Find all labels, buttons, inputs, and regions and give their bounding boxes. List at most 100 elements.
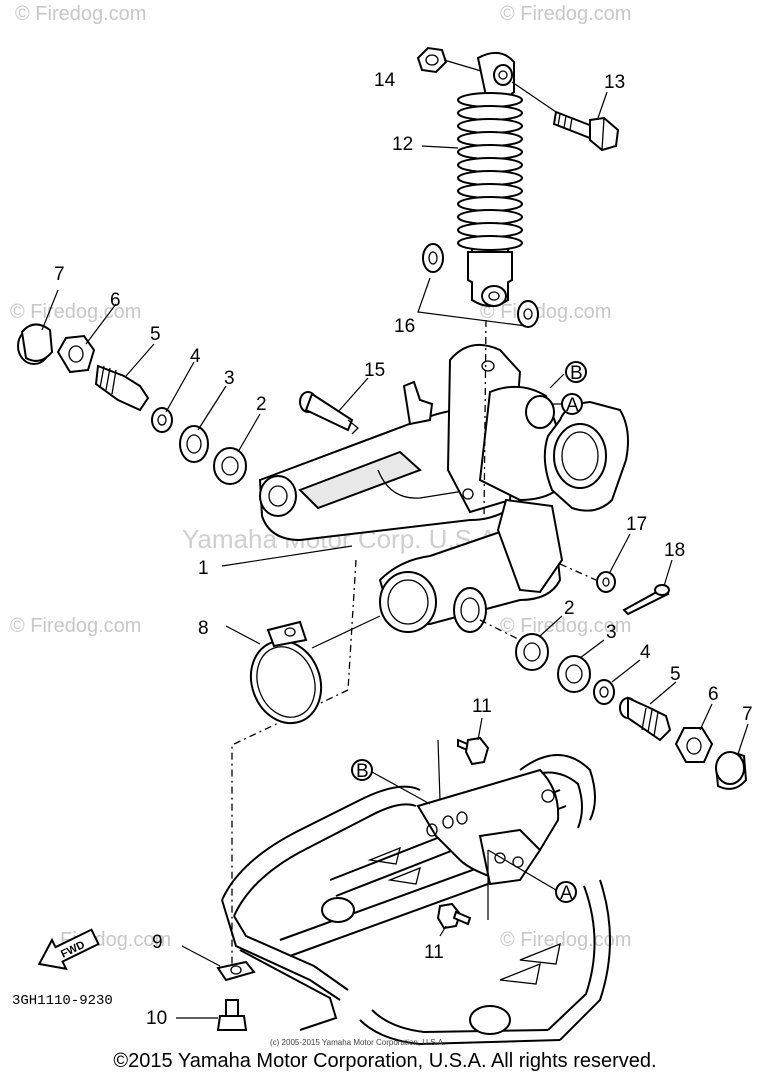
center-line bbox=[231, 689, 349, 970]
ref-mark-A-upper: A bbox=[561, 393, 583, 416]
watermark-topright: © Firedog.com bbox=[500, 3, 631, 25]
leader-line bbox=[477, 717, 483, 741]
center-line bbox=[347, 559, 357, 691]
leader-line bbox=[737, 723, 749, 755]
ref-mark-A-lower: A bbox=[555, 881, 577, 904]
center-line bbox=[479, 619, 521, 641]
leader-line bbox=[421, 145, 459, 149]
spring-coil bbox=[457, 118, 523, 134]
leader-line bbox=[699, 703, 713, 731]
callout-2: 2 bbox=[564, 598, 575, 619]
callout-9: 9 bbox=[152, 932, 163, 953]
ref-mark-B-lower: B bbox=[351, 759, 373, 782]
callout-2: 2 bbox=[256, 394, 267, 415]
leader-line bbox=[85, 303, 117, 345]
part-3-seal-left[interactable] bbox=[179, 425, 209, 463]
callout-17: 17 bbox=[626, 514, 647, 535]
center-line bbox=[559, 563, 597, 581]
leader-line bbox=[417, 277, 527, 327]
part-7-cap-right[interactable] bbox=[714, 751, 748, 790]
leader-line bbox=[609, 533, 631, 573]
leader-line bbox=[511, 81, 557, 113]
part-7-cap-left[interactable] bbox=[17, 323, 54, 365]
callout-11: 11 bbox=[424, 942, 444, 963]
part-17-washer[interactable] bbox=[596, 571, 616, 593]
spring-coil bbox=[457, 92, 523, 108]
watermark-left-mid: © Firedog.com bbox=[10, 615, 141, 637]
callout-15: 15 bbox=[364, 360, 385, 381]
callout-13: 13 bbox=[604, 72, 625, 93]
callout-7: 7 bbox=[54, 264, 65, 285]
spring-coil bbox=[457, 157, 523, 173]
part-16-collar[interactable] bbox=[422, 243, 539, 328]
part-12-rear-shock-absorber[interactable] bbox=[457, 51, 523, 307]
leader-line bbox=[197, 385, 227, 431]
leader-line bbox=[549, 373, 565, 389]
spring-coil bbox=[457, 196, 523, 212]
spring-coil bbox=[457, 183, 523, 199]
part-11-bolt-upper[interactable] bbox=[457, 736, 490, 766]
callout-labels: 1 2 2 3 3 4 4 5 5 6 6 7 7 8 9 10 11 11 1… bbox=[54, 70, 753, 1029]
callout-4: 4 bbox=[640, 642, 651, 663]
leader-line bbox=[579, 639, 605, 659]
watermark-topleft: © Firedog.com bbox=[15, 3, 146, 25]
ref-mark-B-upper: B bbox=[565, 361, 587, 384]
callout-5: 5 bbox=[150, 324, 161, 345]
part-5-bushing-right[interactable] bbox=[619, 696, 672, 742]
spring-coil bbox=[457, 131, 523, 147]
watermark-right: © Firedog.com bbox=[480, 301, 611, 323]
leader-line bbox=[237, 413, 261, 453]
callout-6: 6 bbox=[708, 684, 719, 705]
part-2-bearing-right[interactable] bbox=[515, 633, 549, 671]
part-2-bearing-left[interactable] bbox=[213, 447, 247, 485]
svg-text:B: B bbox=[356, 761, 369, 782]
leader-line bbox=[41, 289, 59, 331]
part-18-cotter-pin[interactable] bbox=[622, 584, 670, 616]
callout-14: 14 bbox=[374, 70, 396, 91]
part-4-washer-left[interactable] bbox=[151, 407, 173, 433]
part-6-nut-right[interactable] bbox=[674, 727, 714, 763]
callout-3: 3 bbox=[606, 622, 617, 643]
part-1-rear-arm-swingarm[interactable] bbox=[258, 343, 629, 633]
watermark-right-low: © Firedog.com bbox=[500, 929, 631, 951]
part-10-bolt[interactable] bbox=[216, 999, 248, 1031]
callout-6: 6 bbox=[110, 290, 121, 311]
part-3-seal-right[interactable] bbox=[557, 655, 591, 693]
part-9-bracket[interactable] bbox=[216, 960, 256, 982]
part-11-bolt-lower[interactable] bbox=[436, 902, 472, 930]
callout-12: 12 bbox=[392, 134, 413, 155]
part-6-nut-left[interactable] bbox=[56, 334, 96, 374]
leader-line bbox=[225, 625, 261, 645]
callout-11: 11 bbox=[472, 696, 492, 717]
callout-3: 3 bbox=[224, 368, 235, 389]
leader-line bbox=[439, 925, 447, 937]
svg-text:B: B bbox=[570, 363, 583, 384]
leader-line bbox=[337, 377, 369, 413]
part-5-bushing-left[interactable] bbox=[94, 364, 150, 412]
leader-line bbox=[165, 361, 195, 413]
callout-10: 10 bbox=[146, 1008, 167, 1029]
shock-spring bbox=[457, 92, 523, 257]
leader-line bbox=[649, 681, 677, 705]
leader-line bbox=[125, 343, 155, 377]
part-8-clamp[interactable] bbox=[240, 620, 333, 733]
callout-4: 4 bbox=[190, 346, 201, 367]
callout-16: 16 bbox=[394, 316, 415, 337]
spring-coil bbox=[457, 170, 523, 186]
spring-coil bbox=[457, 144, 523, 160]
leader-line bbox=[221, 545, 353, 567]
footer-copyright: ©2015 Yamaha Motor Corporation, U.S.A. A… bbox=[113, 1050, 657, 1072]
part-4-washer-right[interactable] bbox=[593, 679, 615, 705]
part-15-pivot-bolt[interactable] bbox=[299, 391, 359, 435]
callout-5: 5 bbox=[670, 664, 681, 685]
callout-8: 8 bbox=[198, 618, 209, 639]
svg-text:A: A bbox=[566, 395, 579, 416]
part-14-nut[interactable] bbox=[416, 46, 448, 74]
watermark-right-mid: © Firedog.com bbox=[500, 615, 631, 637]
leader-line bbox=[311, 615, 381, 649]
leader-line bbox=[487, 849, 557, 891]
part-13-bolt[interactable] bbox=[552, 110, 620, 152]
diagram-code: 3GH1110-9230 bbox=[12, 993, 113, 1009]
callout-1: 1 bbox=[198, 558, 209, 579]
